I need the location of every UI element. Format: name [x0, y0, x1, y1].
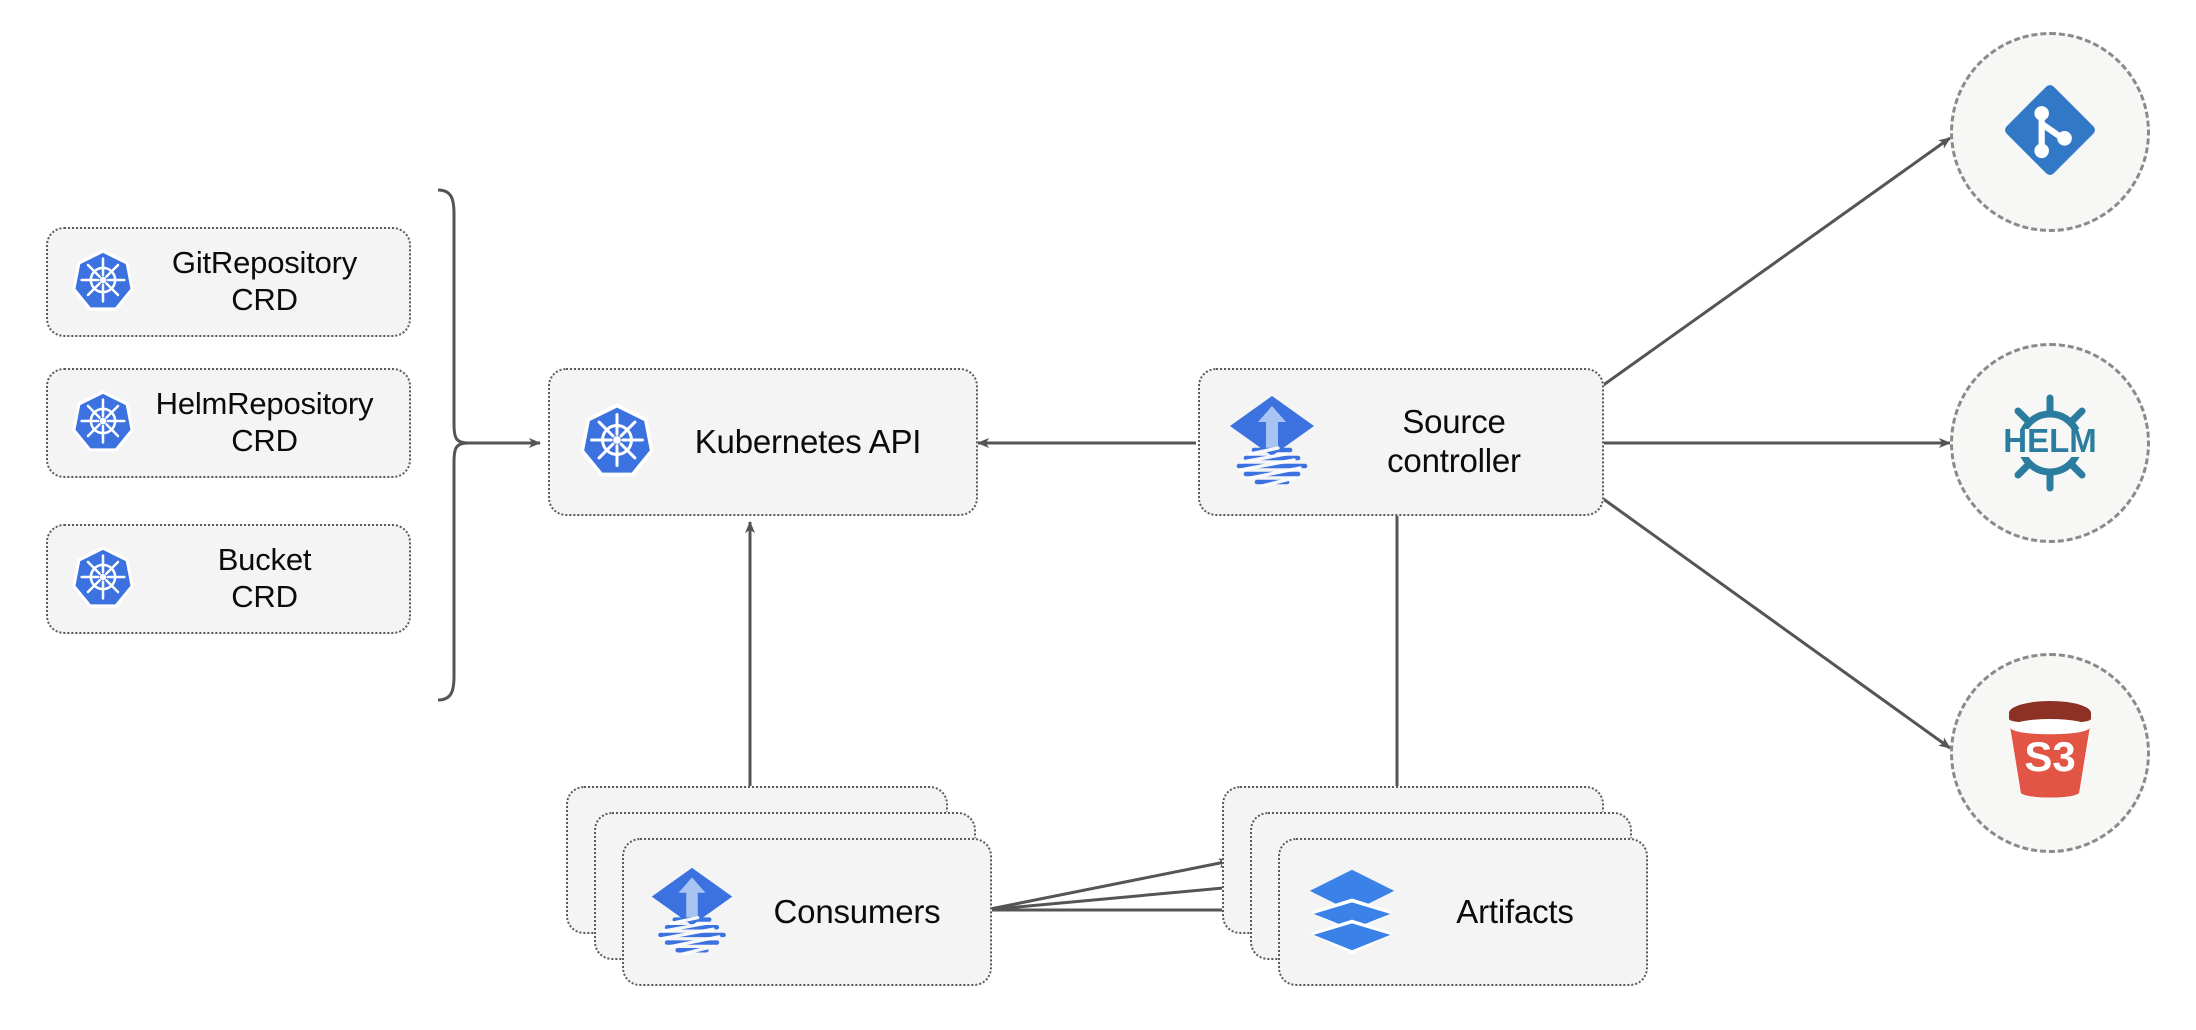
layers-icon	[1306, 864, 1398, 961]
crd-label: Bucket CRD	[217, 542, 312, 614]
kubernetes-icon	[580, 403, 654, 482]
kubernetes-icon	[72, 248, 134, 316]
node-kubernetes-api[interactable]: Kubernetes API	[548, 368, 978, 516]
node-source-controller[interactable]: Source controller	[1198, 368, 1604, 516]
s3-bucket-icon: S3	[1995, 695, 2105, 812]
kubernetes-icon	[72, 389, 134, 457]
kubernetes-icon	[72, 545, 134, 613]
crd-box-bucket[interactable]: Bucket CRD	[46, 524, 411, 634]
edge-consumers-to-artifacts-1	[984, 858, 1231, 912]
endpoint-s3[interactable]: S3	[1950, 653, 2150, 853]
node-artifacts[interactable]: Artifacts	[1278, 838, 1648, 986]
endpoint-git[interactable]	[1950, 32, 2150, 232]
node-label: Artifacts	[1456, 892, 1574, 930]
helm-icon: HELM	[1995, 388, 2105, 498]
helm-label: HELM	[2003, 422, 2097, 459]
git-icon	[1998, 78, 2102, 187]
crd-label: GitRepository CRD	[171, 245, 358, 317]
crd-label: HelmRepository CRD	[155, 386, 374, 458]
s3-label: S3	[2024, 733, 2075, 780]
endpoint-helm[interactable]: HELM	[1950, 343, 2150, 543]
crd-group-brace	[437, 188, 469, 702]
crd-box-gitrepository[interactable]: GitRepository CRD	[46, 227, 411, 337]
edge-source-to-s3	[1601, 496, 1951, 750]
node-label: Consumers	[773, 892, 941, 930]
node-label: Kubernetes API	[694, 422, 922, 460]
node-consumers[interactable]: Consumers	[622, 838, 992, 986]
flux-source-icon	[646, 860, 738, 965]
edge-source-to-git	[1601, 136, 1951, 388]
node-label: Source controller	[1387, 403, 1521, 479]
crd-box-helmrepository[interactable]: HelmRepository CRD	[46, 368, 411, 478]
flux-source-icon	[1224, 388, 1320, 497]
edge-consumers-to-artifacts-2	[984, 881, 1257, 912]
